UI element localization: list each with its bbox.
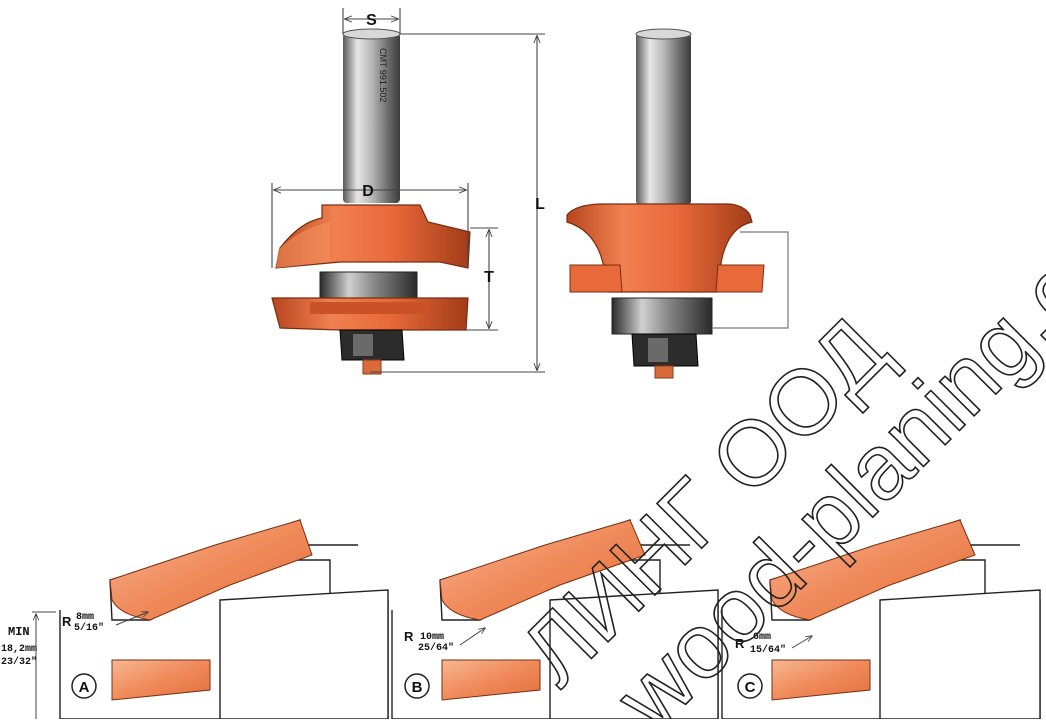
shank-marking: CMT 991.502 <box>378 48 388 102</box>
router-bit-left: CMT 991.502 <box>271 28 471 375</box>
profile-b <box>391 519 719 720</box>
shank <box>636 33 691 205</box>
radius-letter: R <box>62 614 72 629</box>
circle-badge <box>71 673 97 699</box>
dim-d-label: D <box>362 183 374 200</box>
min-dimension <box>32 611 56 719</box>
dim-l-label: L <box>535 196 545 213</box>
radius-imperial: 5/16" <box>74 622 104 634</box>
profile-label-a: R 8mm 5/16" A <box>62 612 148 699</box>
radius-metric: 10mm <box>420 632 444 643</box>
profile-c <box>721 519 1041 720</box>
radius-imperial: 15/64" <box>750 644 786 656</box>
profile-label-b: R 10mm 25/64" B <box>404 628 485 699</box>
router-bit-right <box>566 28 789 379</box>
radius-letter: R <box>404 629 414 644</box>
profile-letter: A <box>79 679 90 696</box>
profile-label-c: R 6mm 15/64" C <box>735 632 812 699</box>
bearing <box>611 297 713 335</box>
circle-badge <box>404 673 430 699</box>
profile-letter: B <box>412 679 423 696</box>
shank <box>343 33 400 203</box>
dim-s-label: S <box>366 12 377 29</box>
min-imperial: 23/32" <box>1 656 37 668</box>
circle-badge <box>737 673 763 699</box>
radius-metric: 6mm <box>753 632 771 643</box>
min-title: MIN <box>8 625 30 639</box>
profile-a <box>59 519 389 720</box>
dim-t-label: T <box>484 269 494 286</box>
dimensions <box>271 8 545 373</box>
radius-metric: 8mm <box>76 612 94 623</box>
radius-imperial: 25/64" <box>418 642 454 654</box>
min-metric: 18,2mm <box>1 644 37 655</box>
profile-letter: C <box>745 679 756 696</box>
radius-letter: R <box>735 636 745 651</box>
